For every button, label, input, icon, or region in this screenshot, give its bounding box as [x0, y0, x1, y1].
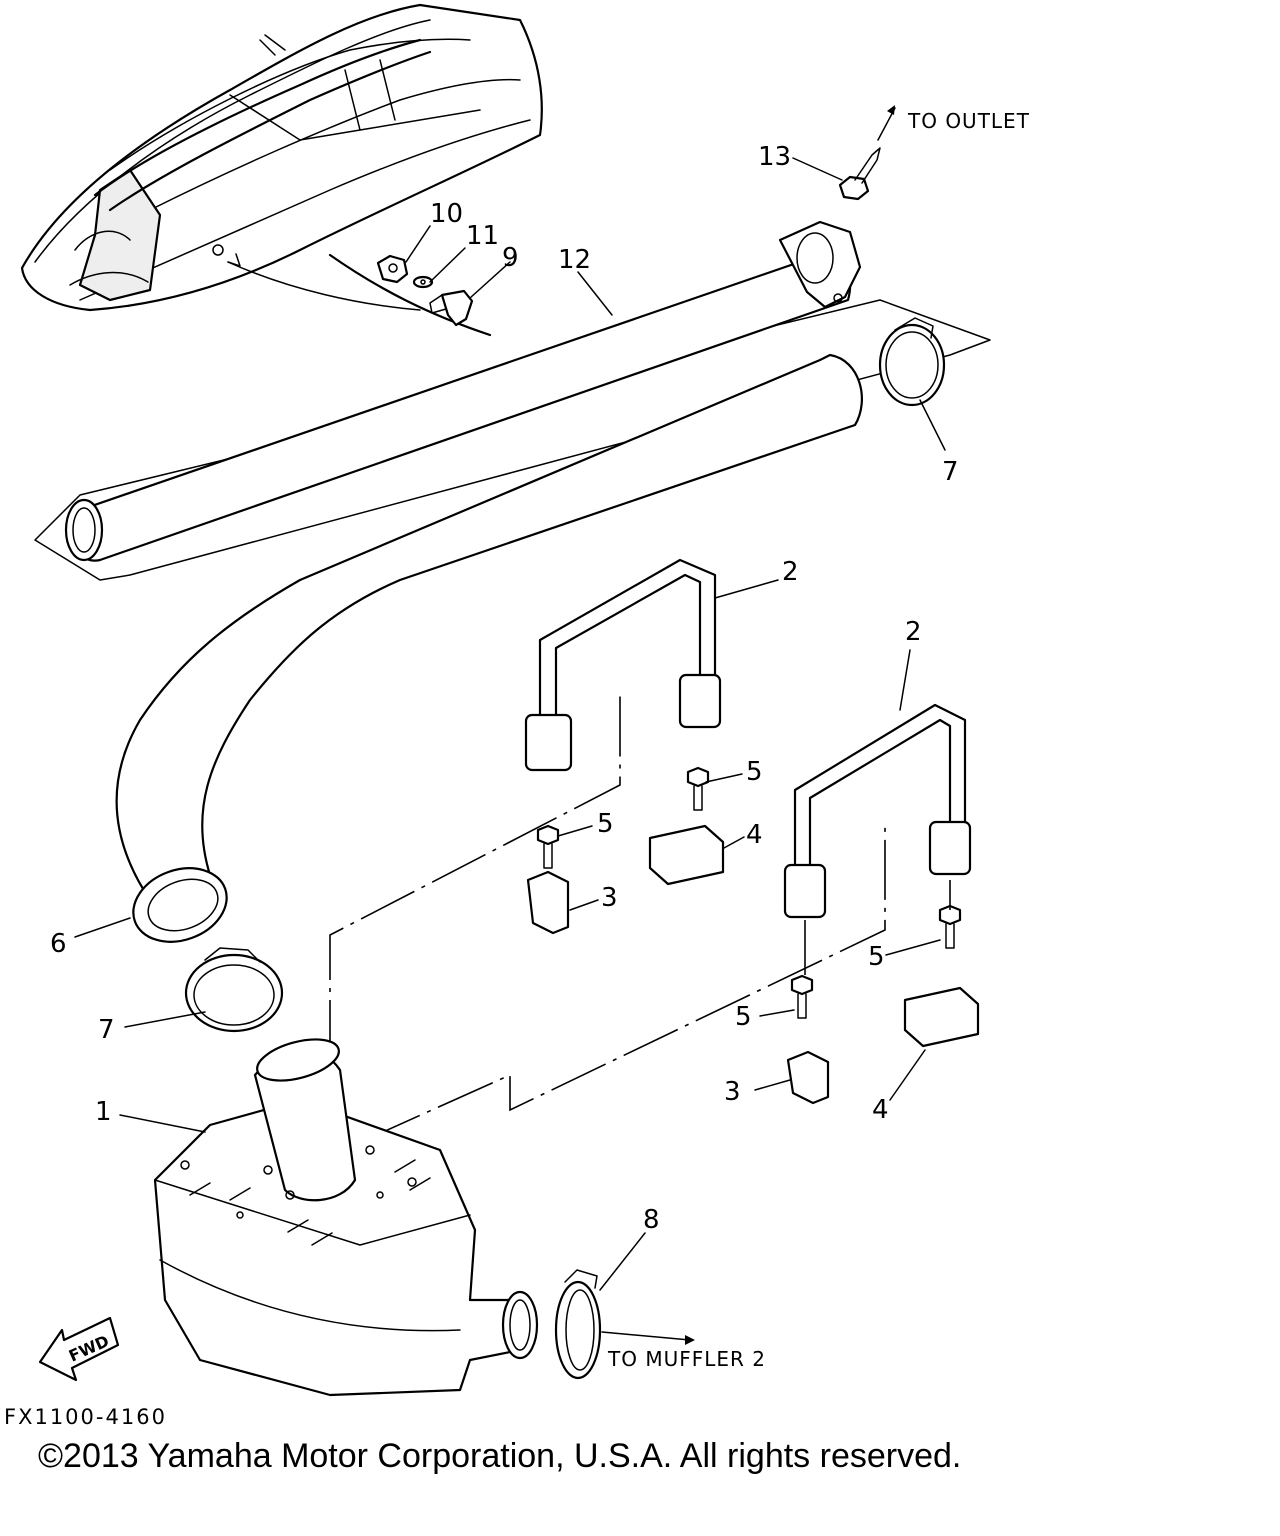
exhaust-hose-6 — [115, 353, 863, 943]
to-outlet-label: TO OUTLET — [907, 109, 1030, 133]
callout-5-a: 5 — [746, 757, 763, 787]
callout-3-b: 3 — [724, 1077, 741, 1107]
callout-11: 11 — [466, 221, 499, 251]
callout-5-d: 5 — [735, 1002, 752, 1032]
diagram-code: FX1100-4160 — [4, 1405, 167, 1429]
callout-2-right: 2 — [905, 617, 922, 647]
callout-leaders — [74, 157, 946, 1291]
muffler-1 — [153, 690, 951, 1397]
brackets-3 — [526, 870, 830, 1105]
hose-clamp-7-bottom — [184, 947, 284, 1033]
callout-13: 13 — [758, 142, 791, 172]
hose-clamp-8 — [554, 1269, 602, 1380]
callout-12: 12 — [558, 245, 591, 275]
rubber-blocks-4 — [648, 824, 980, 1048]
bolt-13 — [838, 147, 881, 201]
callout-5-c: 5 — [868, 942, 885, 972]
copyright-notice: ©2013 Yamaha Motor Corporation, U.S.A. A… — [38, 1437, 962, 1475]
exhaust-pipe-12 — [34, 220, 991, 581]
callout-6: 6 — [50, 929, 67, 959]
fwd-arrow-icon: FWD — [38, 1316, 120, 1382]
callout-5-b: 5 — [597, 809, 614, 839]
callout-1: 1 — [95, 1097, 112, 1127]
hose-clamp-7-top — [878, 317, 946, 407]
bolts-5 — [536, 766, 962, 1019]
callout-4-a: 4 — [746, 820, 763, 850]
direction-arrows — [601, 105, 896, 1345]
callout-3-a: 3 — [601, 883, 618, 913]
callout-7-top: 7 — [942, 457, 959, 487]
callout-9: 9 — [502, 243, 519, 273]
callout-8: 8 — [643, 1205, 660, 1235]
drain-fitting-parts — [376, 254, 474, 327]
watercraft-illustration — [20, 3, 543, 337]
callout-10: 10 — [430, 199, 463, 229]
callout-2-left: 2 — [782, 557, 799, 587]
to-muffler-label: TO MUFFLER 2 — [607, 1347, 766, 1371]
band-2-left — [524, 558, 722, 772]
band-2-right — [783, 703, 972, 919]
callout-7-bottom: 7 — [98, 1015, 115, 1045]
callout-4-b: 4 — [872, 1095, 889, 1125]
